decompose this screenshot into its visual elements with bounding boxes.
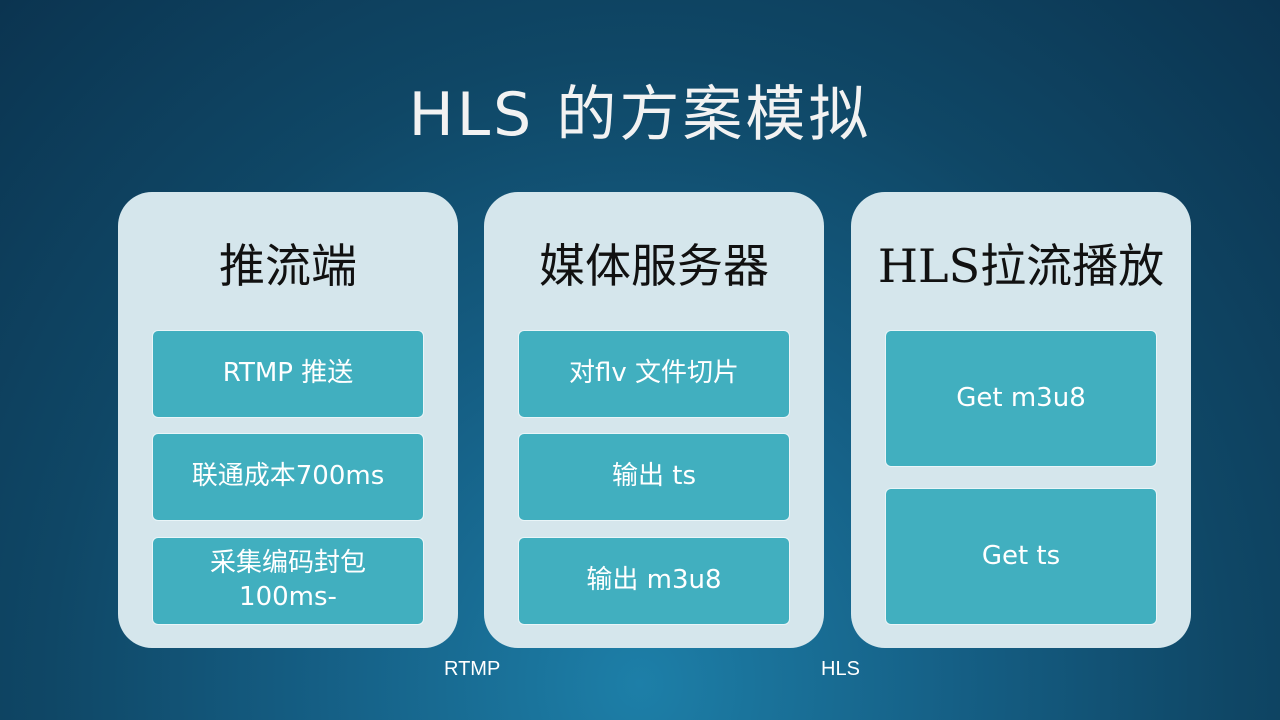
panel-pusher: 推流端 RTMP 推送 联通成本700ms 采集编码封包 100ms-: [118, 192, 458, 648]
panel-hls-player: HLS拉流播放 Get m3u8 Get ts: [851, 192, 1191, 648]
connector-label-rtmp: RTMP: [444, 658, 501, 680]
box-capture-encode: 采集编码封包 100ms-: [152, 537, 424, 625]
box-rtmp-push: RTMP 推送: [152, 330, 424, 418]
box-output-ts: 输出 ts: [518, 433, 790, 521]
box-get-m3u8: Get m3u8: [885, 330, 1157, 467]
box-output-m3u8: 输出 m3u8: [518, 537, 790, 625]
panel-title-pusher: 推流端: [219, 239, 357, 293]
connector-label-hls: HLS: [821, 658, 860, 680]
box-flv-slice: 对flv 文件切片: [518, 330, 790, 418]
slide-title: HLS 的方案模拟: [408, 80, 872, 150]
box-get-ts: Get ts: [885, 488, 1157, 625]
panel-title-media-server: 媒体服务器: [539, 239, 769, 293]
panel-title-hls-player: HLS拉流播放: [877, 239, 1165, 293]
panel-media-server: 媒体服务器 对flv 文件切片 输出 ts 输出 m3u8: [484, 192, 824, 648]
box-connect-cost: 联通成本700ms: [152, 433, 424, 521]
